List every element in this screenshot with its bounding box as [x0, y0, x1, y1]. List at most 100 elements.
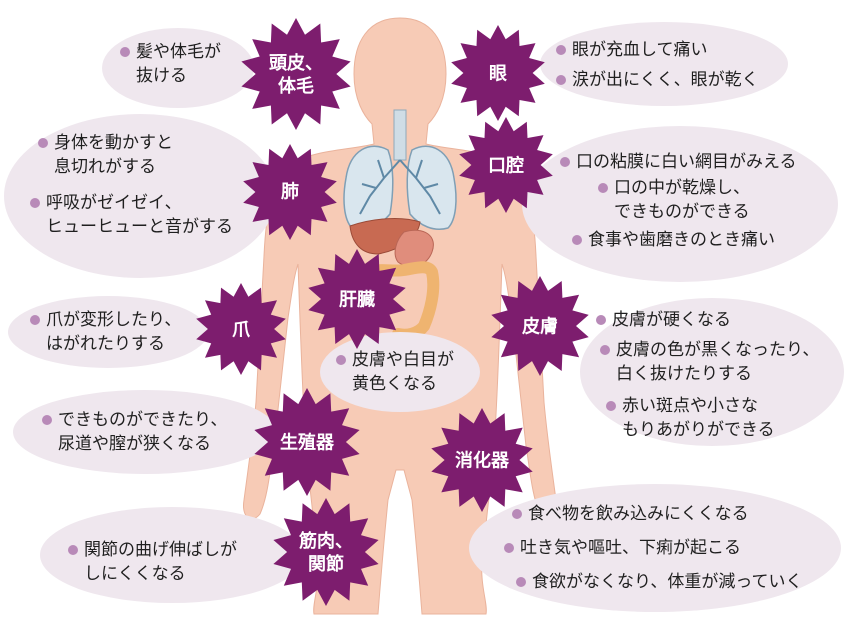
symptom-line: 吐き気や嘔吐、下痢が起こる: [520, 538, 741, 558]
label-nail: 爪: [232, 319, 250, 342]
symptom-item: 皮膚や白目が黄色くなる: [336, 348, 454, 396]
symptom-line: 白く抜けたりする: [616, 364, 752, 384]
symptoms-eye: 眼が充血して痛い 涙が出にくく、眼が乾く: [556, 38, 759, 92]
label-lung-line-1: 肺: [281, 181, 299, 203]
symptom-item: 眼が充血して痛い: [556, 38, 759, 62]
bullet-dot: [556, 75, 566, 85]
symptom-item: 食べ物を飲み込みにくくなる: [512, 502, 802, 526]
symptom-line: 眼が充血して痛い: [572, 40, 708, 60]
cloud-eye: [540, 22, 788, 106]
burst-mouth: [459, 117, 553, 213]
label-mouth-line-1: 口腔: [488, 155, 524, 177]
bullet-dot: [504, 543, 514, 553]
bullet-dot: [572, 235, 582, 245]
burst-eye: [451, 25, 545, 121]
symptom-line: 食欲がなくなり、体重が減っていく: [532, 572, 803, 592]
bullet-dot: [556, 45, 566, 55]
cloud-lung: [4, 114, 276, 278]
symptom-item: 涙が出にくく、眼が乾く: [556, 68, 759, 92]
bronchi: [359, 159, 441, 215]
label-muscle-line-2: 関節: [308, 554, 344, 575]
label-lung: 肺: [281, 181, 299, 204]
symptoms-liver: 皮膚や白目が黄色くなる: [336, 348, 454, 396]
symptom-line: 抜ける: [136, 66, 187, 86]
bullet-dot: [516, 577, 526, 587]
symptoms-lung: 身体を動かすと息切れがする 呼吸がゼイゼイ、ヒューヒューと音がする: [30, 131, 233, 239]
label-muscle: 筋肉、 関節: [299, 530, 353, 576]
burst-skin: [491, 276, 589, 376]
bullet-dot: [336, 355, 346, 365]
trachea: [393, 109, 407, 161]
bullet-dot: [38, 138, 48, 148]
label-digestive-line-1: 消化器: [455, 450, 509, 472]
bullet-dot: [606, 401, 616, 411]
bullet-dot: [560, 157, 570, 167]
symptom-line: 口の粘膜に白い網目がみえる: [576, 152, 797, 172]
label-skin: 皮膚: [522, 316, 558, 339]
symptom-line: 涙が出にくく、眼が乾く: [572, 70, 759, 90]
symptom-item: 赤い斑点や小さなもりあがりができる: [606, 394, 819, 442]
bullet-dot: [30, 198, 40, 208]
label-scalp-line-1: 頭皮、: [269, 53, 323, 74]
burst-muscle: [273, 498, 379, 606]
symptoms-mouth: 口の粘膜に白い網目がみえる 口の中が乾燥し、できものができる 食事や歯磨きのとき…: [560, 150, 797, 252]
symptom-line: できものができる: [614, 202, 750, 222]
symptom-item: 爪が変形したり、はがれたりする: [30, 308, 181, 356]
bullet-dot: [120, 47, 130, 57]
symptom-item: 身体を動かすと息切れがする: [38, 131, 233, 179]
symptom-line: 食べ物を飲み込みにくくなる: [528, 504, 749, 524]
bullet-dot: [596, 315, 606, 325]
symptom-item: 皮膚の色が黒くなったり、白く抜けたりする: [600, 338, 819, 386]
bullet-dot: [598, 183, 608, 193]
symptoms-nail: 爪が変形したり、はがれたりする: [30, 308, 181, 356]
symptom-item: 口の粘膜に白い網目がみえる: [560, 150, 797, 174]
burst-liver: [308, 249, 406, 349]
bullet-dot: [512, 509, 522, 519]
bullet-dot: [600, 345, 610, 355]
label-mouth: 口腔: [488, 155, 524, 178]
label-scalp: 頭皮、 体毛: [269, 52, 323, 98]
symptoms-muscle: 関節の曲げ伸ばしがしにくくなる: [68, 538, 237, 586]
burst-lung: [243, 144, 337, 240]
symptom-item: 関節の曲げ伸ばしがしにくくなる: [68, 538, 237, 586]
symptom-line: 髪や体毛が: [136, 42, 221, 62]
label-liver-line-1: 肝臓: [339, 289, 375, 311]
label-eye: 眼: [489, 63, 507, 86]
symptoms-genital: できものができたり、尿道や膣が狭くなる: [42, 408, 227, 456]
bullet-dot: [42, 415, 52, 425]
burst-scalp: [241, 18, 351, 130]
bullet-dot: [30, 315, 40, 325]
symptom-line: 皮膚の色が黒くなったり、: [616, 340, 820, 360]
symptom-line: もりあがりができる: [622, 420, 775, 440]
symptom-line: 皮膚が硬くなる: [612, 310, 731, 330]
symptom-line: 黄色くなる: [352, 374, 437, 394]
label-nail-line-1: 爪: [232, 319, 250, 341]
symptom-item: できものができたり、尿道や膣が狭くなる: [42, 408, 227, 456]
label-liver: 肝臓: [339, 289, 375, 312]
cloud-digestive: [469, 484, 841, 612]
symptom-item: 髪や体毛が抜ける: [120, 40, 221, 88]
cloud-genital: [13, 390, 277, 474]
symptom-line: 赤い斑点や小さな: [622, 396, 758, 416]
burst-digestive: [431, 408, 533, 512]
symptom-line: 関節の曲げ伸ばしが: [84, 540, 237, 560]
symptom-line: 食事や歯磨きのとき痛い: [588, 230, 775, 250]
label-genital: 生殖器: [280, 432, 334, 455]
symptoms-scalp: 髪や体毛が抜ける: [120, 40, 221, 88]
label-muscle-line-1: 筋肉、: [299, 531, 353, 552]
symptom-line: 呼吸がゼイゼイ、: [46, 193, 182, 213]
symptom-line: できものができたり、: [58, 410, 228, 430]
cloud-liver: [320, 332, 480, 412]
symptom-line: ヒューヒューと音がする: [46, 217, 233, 237]
symptoms-skin: 皮膚が硬くなる 皮膚の色が黒くなったり、白く抜けたりする 赤い斑点や小さなもりあ…: [596, 308, 819, 442]
symptom-item: 皮膚が硬くなる: [596, 308, 819, 332]
cloud-mouth: [522, 126, 838, 282]
cloud-nail: [8, 296, 208, 368]
burst-layer: [196, 18, 589, 606]
symptom-line: しにくくなる: [84, 564, 186, 584]
symptom-item: 口の中が乾燥し、できものができる: [598, 176, 797, 224]
symptom-line: 爪が変形したり、: [46, 310, 182, 330]
symptom-line: 息切れがする: [54, 157, 156, 177]
burst-nail: [196, 283, 286, 375]
